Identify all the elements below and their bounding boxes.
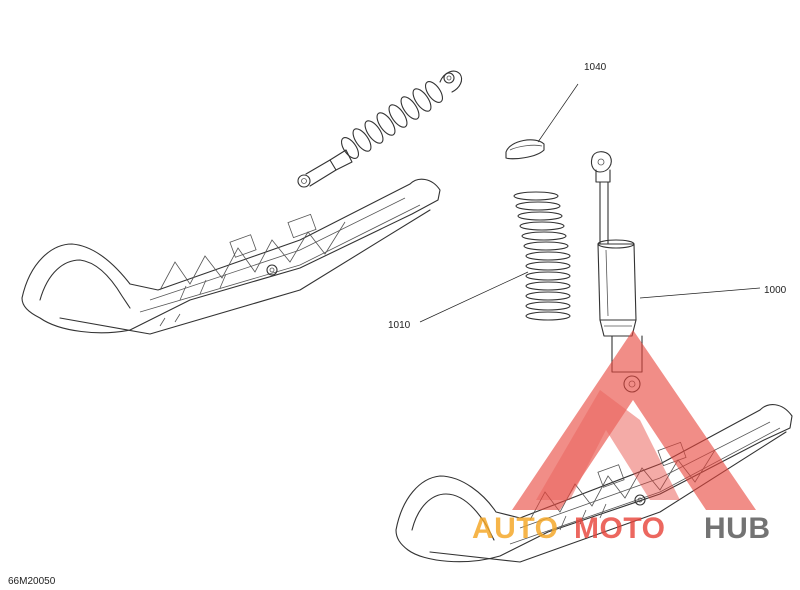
callout-1010: 1010: [388, 320, 411, 331]
diagram-reference-code: 66M20050: [8, 576, 56, 587]
shock-absorber-part: [590, 151, 643, 393]
shock-assembled: [297, 70, 463, 188]
callout-1000: 1000: [764, 285, 787, 296]
spring-part: [513, 191, 571, 321]
watermark-moto: MOTO: [574, 512, 665, 545]
automotohub-logo: AUTO MOTO HUB: [472, 330, 771, 545]
logo-triangle-outer: [512, 330, 756, 510]
logo-triangle-inner: [536, 390, 680, 500]
callout-1040: 1040: [584, 62, 607, 73]
spring-stopper-part: [505, 139, 545, 160]
watermark-auto: AUTO: [472, 512, 558, 545]
ski-assembly-left: [21, 178, 441, 335]
watermark-hub: HUB: [704, 512, 771, 545]
